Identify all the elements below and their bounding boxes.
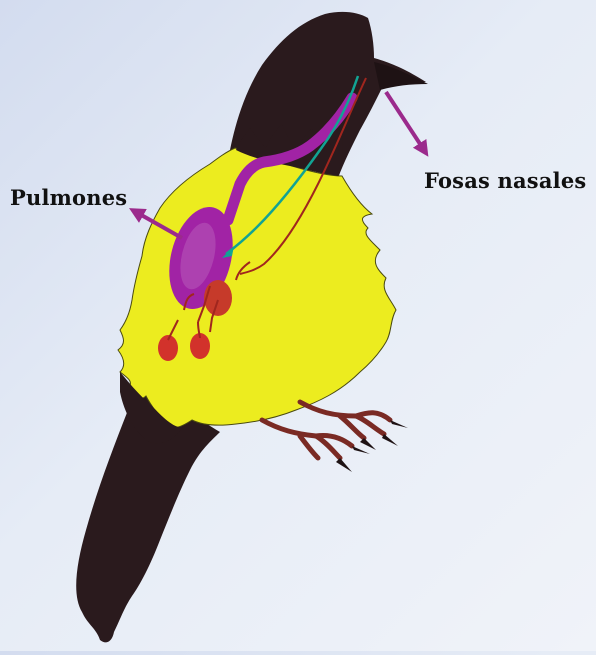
nostrils-label: Fosas nasales — [424, 168, 586, 193]
heart — [204, 280, 232, 316]
beak — [374, 62, 428, 90]
lungs-label: Pulmones — [10, 185, 127, 210]
nostrils-arrow — [386, 92, 424, 150]
yellow-body — [118, 148, 396, 428]
